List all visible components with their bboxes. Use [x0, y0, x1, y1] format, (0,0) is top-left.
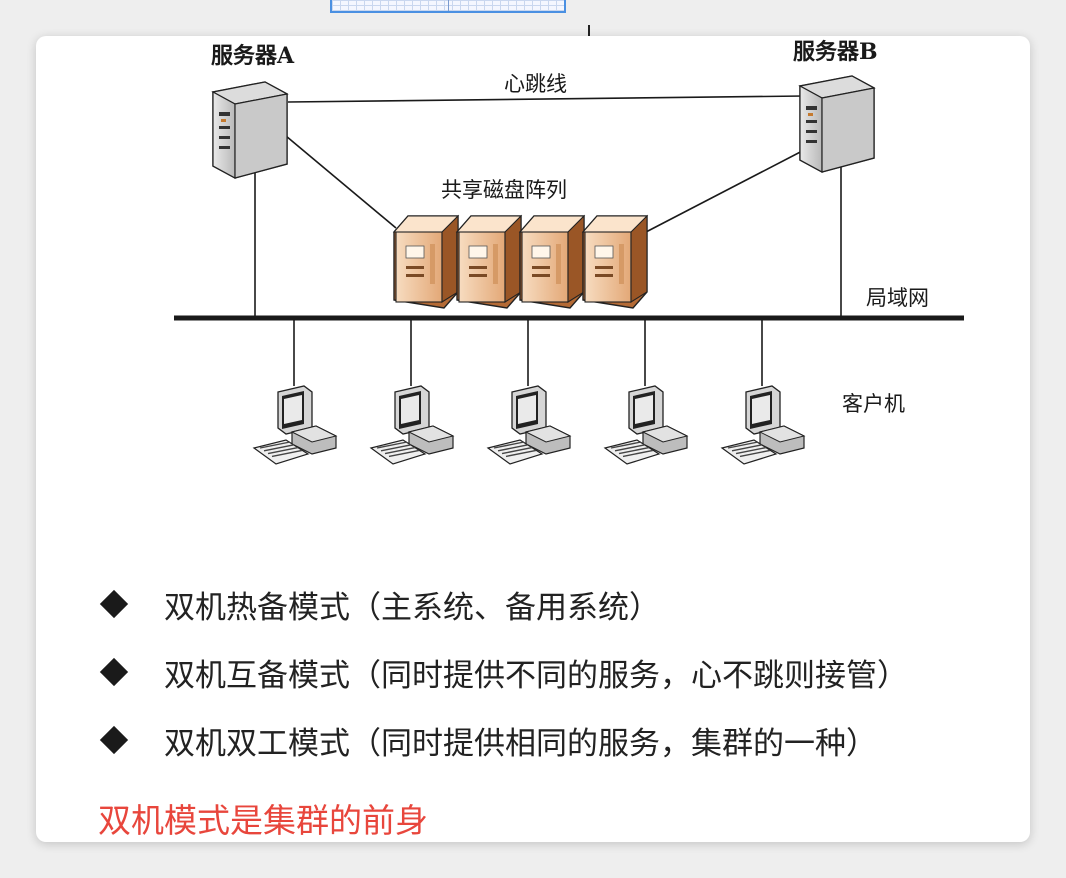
lan-label: 局域网: [866, 286, 929, 310]
bullet-item: 双机双工模式（同时提供相同的服务，集群的一种）: [98, 706, 908, 774]
heartbeat-line: [287, 95, 805, 103]
diamond-bullet-icon: [99, 657, 129, 687]
bullet-item: 双机热备模式（主系统、备用系统）: [98, 570, 908, 638]
client-computer-icon: [369, 385, 455, 465]
disk-unit-icon: [392, 214, 460, 309]
client-computer-icon: [720, 385, 806, 465]
mode-bullet-list: 双机热备模式（主系统、备用系统） 双机互备模式（同时提供不同的服务，心不跳则接管…: [98, 570, 908, 774]
bullet-text: 双机互备模式（同时提供不同的服务，心不跳则接管）: [164, 657, 908, 694]
slide: 服务器A 服务器B 心跳线 共享磁盘阵列 局域网 客户机 双机热备模式（主系统、…: [36, 36, 1030, 842]
server-a-label: 服务器A: [211, 43, 295, 69]
disk-array-label: 共享磁盘阵列: [441, 178, 567, 202]
shared-disk-array: [392, 214, 649, 309]
diamond-bullet-icon: [99, 589, 129, 619]
client-computer-icon: [486, 385, 572, 465]
client-machines: [252, 385, 806, 465]
toolbar-divider: [448, 0, 449, 11]
server-b-to-disk-line: [645, 147, 809, 233]
disk-unit-icon: [581, 214, 649, 309]
bullet-item: 双机互备模式（同时提供不同的服务，心不跳则接管）: [98, 638, 908, 706]
bullet-text: 双机双工模式（同时提供相同的服务，集群的一种）: [164, 725, 877, 762]
footer-note: 双机模式是集群的前身: [98, 801, 428, 840]
client-drop-lines: [293, 318, 763, 386]
selection-toolbar: [330, 0, 566, 13]
disk-unit-icon: [455, 214, 523, 309]
client-label: 客户机: [842, 392, 905, 416]
heartbeat-label: 心跳线: [504, 72, 567, 96]
client-computer-icon: [603, 385, 689, 465]
server-a-icon: [211, 81, 289, 180]
connection-lines: [254, 95, 842, 319]
diamond-bullet-icon: [99, 725, 129, 755]
server-a-to-disk-line: [285, 135, 397, 229]
server-b-icon: [798, 75, 876, 174]
server-b-label: 服务器B: [793, 39, 878, 65]
bullet-text: 双机热备模式（主系统、备用系统）: [164, 589, 660, 626]
client-computer-icon: [252, 385, 338, 465]
ha-architecture-diagram: [174, 75, 964, 465]
disk-unit-icon: [518, 214, 586, 309]
